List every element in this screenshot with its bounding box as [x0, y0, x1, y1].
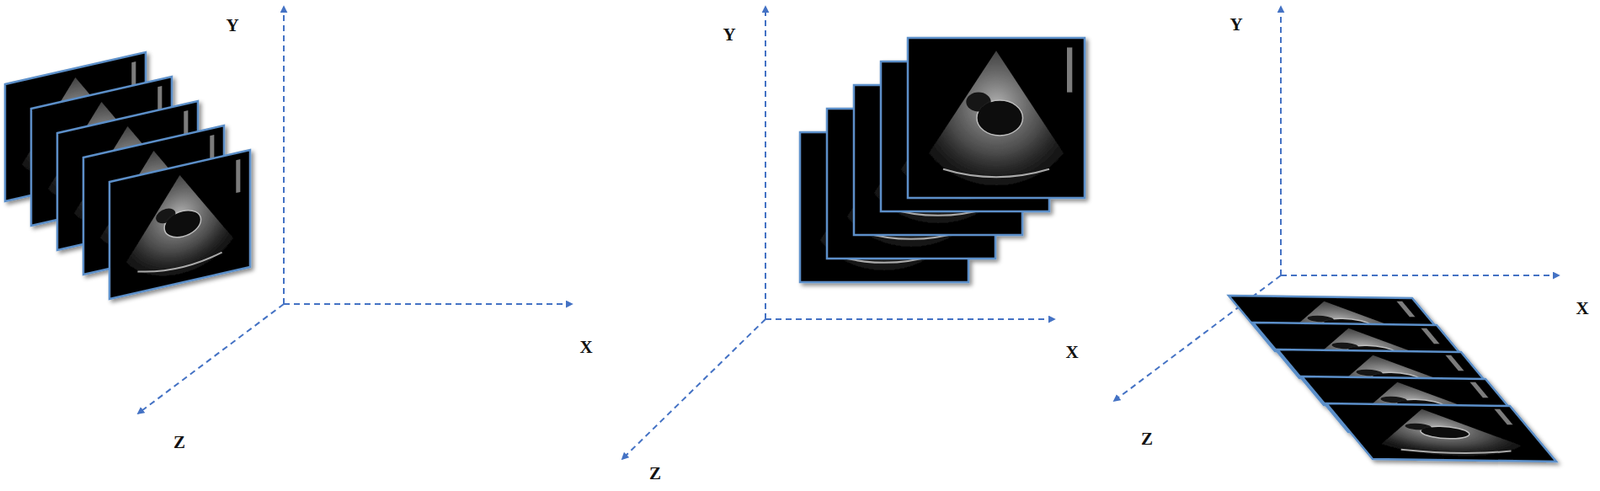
- image-stack-1: [5, 52, 251, 299]
- axis-label: Y: [722, 26, 736, 44]
- axis-label: X: [579, 338, 592, 357]
- axes-3: [1114, 6, 1559, 401]
- axis-label: X: [1575, 299, 1589, 318]
- image-stack-2: [800, 37, 1085, 283]
- axis-label: X: [1065, 343, 1078, 362]
- axis-label: Z: [173, 433, 186, 452]
- image-stack-3: [1228, 295, 1557, 462]
- axis-label: Y: [225, 16, 239, 35]
- axis-label: Z: [1141, 430, 1153, 448]
- axis-label: Z: [649, 464, 662, 483]
- axis-label: Y: [1229, 16, 1243, 34]
